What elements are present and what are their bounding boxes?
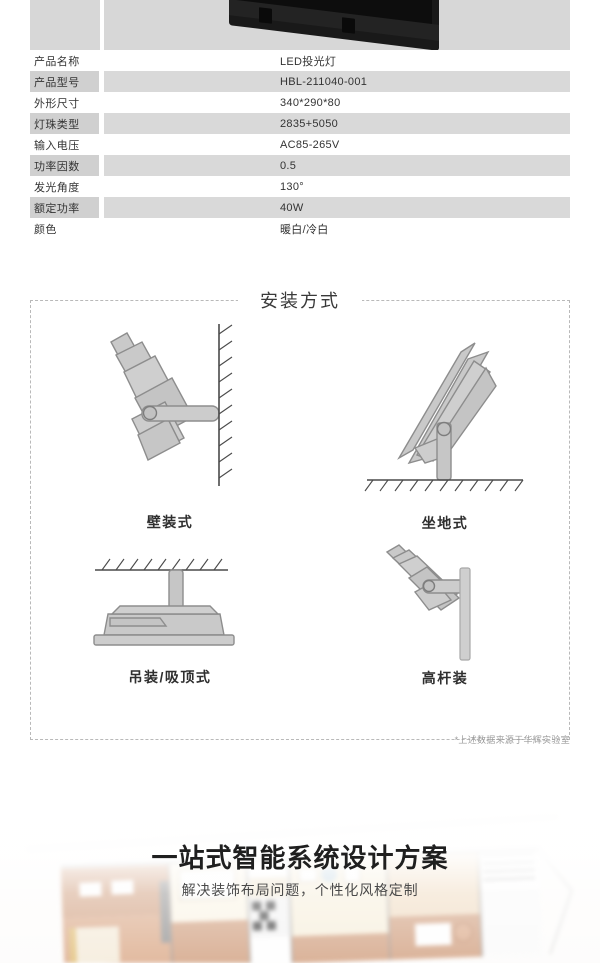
spec-value: 130° (280, 180, 304, 193)
pole-mount-icon (385, 544, 471, 661)
spec-value: 暖白/冷白 (280, 223, 329, 236)
table-row: 产品型号 HBL-211040-001 (30, 71, 570, 92)
banner-headline: 一站式智能系统设计方案 (151, 843, 449, 873)
spec-value: 40W (104, 197, 570, 218)
spec-label: 灯珠类型 (30, 113, 99, 134)
spec-value: 2835+5050 (104, 113, 570, 134)
spec-label: 颜色 (34, 223, 57, 236)
ground-mount-icon (364, 342, 524, 492)
spec-label: 产品型号 (30, 71, 99, 92)
table-row: 输入电压 AC85-265V (30, 134, 570, 155)
product-photo-strip (0, 0, 600, 50)
spec-label: 功率因数 (30, 155, 99, 176)
diagram-wall-mount: 壁装式 (80, 320, 260, 530)
diagram-pole-mount: 高杆装 (375, 538, 515, 688)
product-photo-frame (104, 0, 570, 50)
photo-left-panel (30, 0, 100, 50)
diagram-label-ground-mount: 坐地式 (421, 515, 469, 531)
installation-section-title: 安装方式 (238, 287, 362, 313)
floodlight-foot (342, 17, 355, 34)
floodlight-foot (259, 7, 272, 24)
table-row: 产品名称 LED投光灯 (30, 50, 570, 71)
diagram-ceiling-mount: 吊装/吸顶式 (80, 540, 260, 685)
spec-label: 输入电压 (34, 139, 80, 152)
spec-label: 发光角度 (34, 181, 80, 194)
data-source-footnote: *上述数据来源于华辉实验室 (454, 735, 570, 745)
diagram-label-wall-mount: 壁装式 (146, 514, 194, 530)
table-row: 外形尺寸 340*290*80 (30, 92, 570, 113)
table-row: 灯珠类型 2835+5050 (30, 113, 570, 134)
spec-label: 产品名称 (34, 55, 80, 68)
diagram-label-pole-mount: 高杆装 (421, 670, 469, 686)
table-row: 额定功率 40W (30, 197, 570, 218)
led-floodlight-photo (104, 0, 570, 50)
specification-table: 产品名称 LED投光灯 产品型号 HBL-211040-001 外形尺寸 340… (30, 50, 570, 239)
spec-label: 外形尺寸 (34, 97, 80, 110)
spec-value: LED投光灯 (280, 55, 337, 68)
diagram-label-ceiling-mount: 吊装/吸顶式 (128, 669, 212, 685)
spec-value: 340*290*80 (280, 96, 341, 109)
spec-value: HBL-211040-001 (104, 71, 570, 92)
table-row: 发光角度 130° (30, 176, 570, 197)
diagram-ground-mount: 坐地式 (355, 330, 535, 531)
spec-label: 额定功率 (30, 197, 99, 218)
ceiling-mount-icon (93, 558, 235, 646)
table-row: 功率因数 0.5 (30, 155, 570, 176)
spec-value: AC85-265V (280, 138, 340, 151)
spec-value: 0.5 (104, 155, 570, 176)
smart-system-banner (0, 780, 600, 963)
table-row: 颜色 暖白/冷白 (30, 218, 570, 239)
banner-white-overlay (0, 780, 600, 963)
wall-mount-icon (110, 324, 233, 486)
banner-subheadline: 解决装饰布局问题，个性化风格定制 (181, 882, 419, 898)
